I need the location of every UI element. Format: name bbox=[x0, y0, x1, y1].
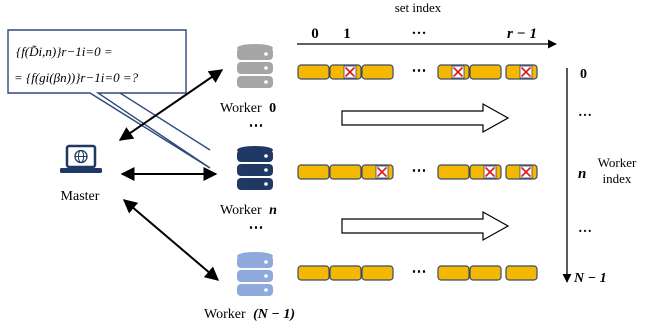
worker-n-label-index: n bbox=[269, 203, 277, 218]
database-disk bbox=[237, 284, 273, 296]
database-light bbox=[264, 168, 268, 172]
hollow-arrow-upper bbox=[341, 102, 510, 134]
data-block bbox=[437, 265, 470, 281]
error-cross-stroke bbox=[520, 166, 532, 178]
database-disk bbox=[237, 270, 273, 282]
block-row-2: ⋯ bbox=[297, 264, 538, 281]
error-cross-stroke bbox=[520, 66, 532, 78]
data-block bbox=[505, 265, 538, 281]
worker-index-title-line1: Worker bbox=[598, 155, 637, 170]
communication-arrows bbox=[118, 69, 224, 281]
worker-ellipsis-lower: ⋯ bbox=[249, 220, 264, 236]
data-block bbox=[329, 265, 362, 281]
error-cross-stroke bbox=[376, 166, 388, 178]
database-light bbox=[264, 288, 268, 292]
master-label: Master bbox=[61, 189, 100, 204]
worker-index-tick-last: N − 1 bbox=[573, 271, 607, 286]
data-block bbox=[437, 164, 470, 180]
database-disk bbox=[237, 164, 273, 176]
data-block bbox=[361, 265, 394, 281]
database-top bbox=[237, 146, 273, 154]
worker-N-1-label-index: (N − 1) bbox=[253, 307, 295, 322]
database-icon bbox=[237, 44, 273, 88]
error-cross-stroke bbox=[452, 66, 464, 78]
worker-n: Worker n bbox=[220, 146, 277, 218]
database-disk bbox=[237, 178, 273, 190]
worker-index-title-line2: index bbox=[603, 171, 632, 186]
worker-n-label-prefix: Worker bbox=[220, 203, 262, 218]
database-disk bbox=[237, 62, 273, 74]
worker-index-tick-ellipsis-2: … bbox=[578, 221, 592, 236]
block-row-ellipsis: ⋯ bbox=[412, 163, 427, 179]
database-light bbox=[264, 182, 268, 186]
worker-n-label: Worker n bbox=[220, 203, 277, 218]
database-light bbox=[264, 66, 268, 70]
block-row-ellipsis: ⋯ bbox=[412, 63, 427, 79]
worker-N-1-label: Worker (N − 1) bbox=[204, 307, 295, 322]
hollow-arrow-lower bbox=[341, 210, 510, 242]
database-light bbox=[264, 260, 268, 264]
set-index-title: set index bbox=[395, 0, 442, 15]
block-row-ellipsis: ⋯ bbox=[412, 264, 427, 280]
set-index-tick-1: 1 bbox=[343, 26, 351, 42]
worker-0-label: Worker 0 bbox=[220, 101, 276, 116]
data-block bbox=[329, 164, 362, 180]
database-top bbox=[237, 44, 273, 52]
error-cross-stroke bbox=[484, 166, 496, 178]
data-block bbox=[297, 64, 330, 80]
worker-index-variable: n bbox=[578, 166, 586, 182]
data-block bbox=[469, 64, 502, 80]
set-index-tick-last: r − 1 bbox=[507, 26, 537, 42]
master-workerN-arrow bbox=[122, 199, 220, 281]
error-cross-stroke bbox=[344, 66, 356, 78]
block-row-0: ⋯ bbox=[297, 63, 538, 80]
data-block bbox=[297, 164, 330, 180]
database-icon bbox=[237, 146, 273, 190]
set-index-tick-ellipsis: … bbox=[412, 22, 427, 38]
data-block bbox=[469, 265, 502, 281]
database-light bbox=[264, 52, 268, 56]
database-light bbox=[264, 274, 268, 278]
database-disk bbox=[237, 76, 273, 88]
database-icon bbox=[237, 252, 273, 296]
laptop-icon bbox=[60, 144, 102, 173]
set-index-tick-0: 0 bbox=[311, 26, 319, 42]
block-row-1: ⋯ bbox=[297, 163, 538, 180]
data-block bbox=[361, 64, 394, 80]
set-index-axis: set index 0 1 … r − 1 bbox=[297, 0, 557, 49]
data-block-rows: ⋯ ⋯ ⋯ bbox=[297, 63, 538, 281]
worker-index-axis: 0 … … N − 1 n Worker index bbox=[562, 67, 637, 286]
data-block bbox=[297, 265, 330, 281]
worker-0-label-prefix: Worker bbox=[220, 101, 262, 116]
master-worker0-arrow bbox=[118, 69, 224, 141]
callout-line-1: {f(D̃i,n)}r−1i=0 = bbox=[16, 44, 113, 59]
worker-ellipsis-upper: ⋯ bbox=[249, 118, 264, 134]
database-light bbox=[264, 80, 268, 84]
database-top bbox=[237, 252, 273, 260]
worker-index-tick-0: 0 bbox=[580, 67, 587, 82]
worker-0-label-index: 0 bbox=[269, 101, 276, 116]
worker-index-tick-ellipsis-1: … bbox=[578, 105, 592, 120]
worker-N-1: Worker (N − 1) bbox=[204, 252, 295, 322]
worker-N-1-label-prefix: Worker bbox=[204, 307, 246, 322]
database-light bbox=[264, 154, 268, 158]
worker-0: Worker 0 bbox=[220, 44, 276, 116]
master-node: Master bbox=[60, 144, 102, 204]
callout-pointer-edge bbox=[119, 92, 211, 151]
callout-line-2: = {f(gi(βn))}r−1i=0 =? bbox=[14, 70, 139, 85]
